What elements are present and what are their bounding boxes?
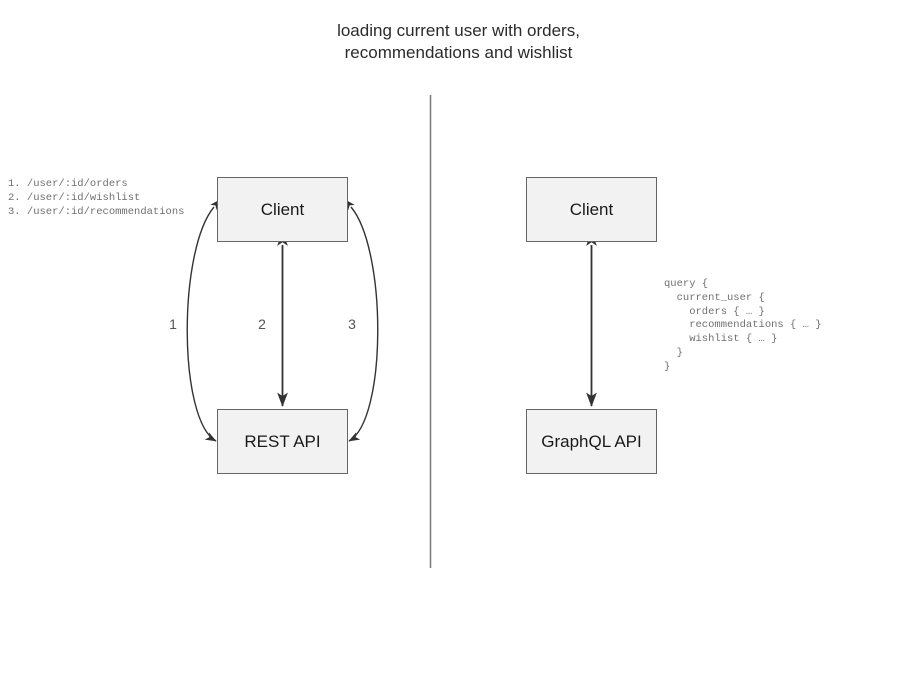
node-client-rest[interactable]: Client: [217, 177, 348, 242]
node-graphql-api-label: GraphQL API: [541, 431, 642, 451]
node-rest-api[interactable]: REST API: [217, 409, 348, 474]
node-rest-api-label: REST API: [244, 431, 321, 451]
node-graphql-api[interactable]: GraphQL API: [526, 409, 657, 474]
rest-endpoints-code: 1. /user/:id/orders 2. /user/:id/wishlis…: [8, 178, 185, 218]
diagram-title: loading current user with orders, recomm…: [337, 21, 580, 62]
edge-1-curve: [186, 198, 221, 442]
edge-3-label: 3: [348, 316, 356, 332]
node-client-graphql-label: Client: [569, 199, 614, 219]
edge-3-curve: [344, 198, 379, 442]
graphql-query-code: query { current_user { orders { … } reco…: [664, 278, 822, 373]
node-client-graphql[interactable]: Client: [526, 177, 657, 242]
edge-1-label: 1: [169, 316, 177, 332]
edge-2-label: 2: [258, 316, 266, 332]
node-client-rest-label: Client: [260, 199, 305, 219]
